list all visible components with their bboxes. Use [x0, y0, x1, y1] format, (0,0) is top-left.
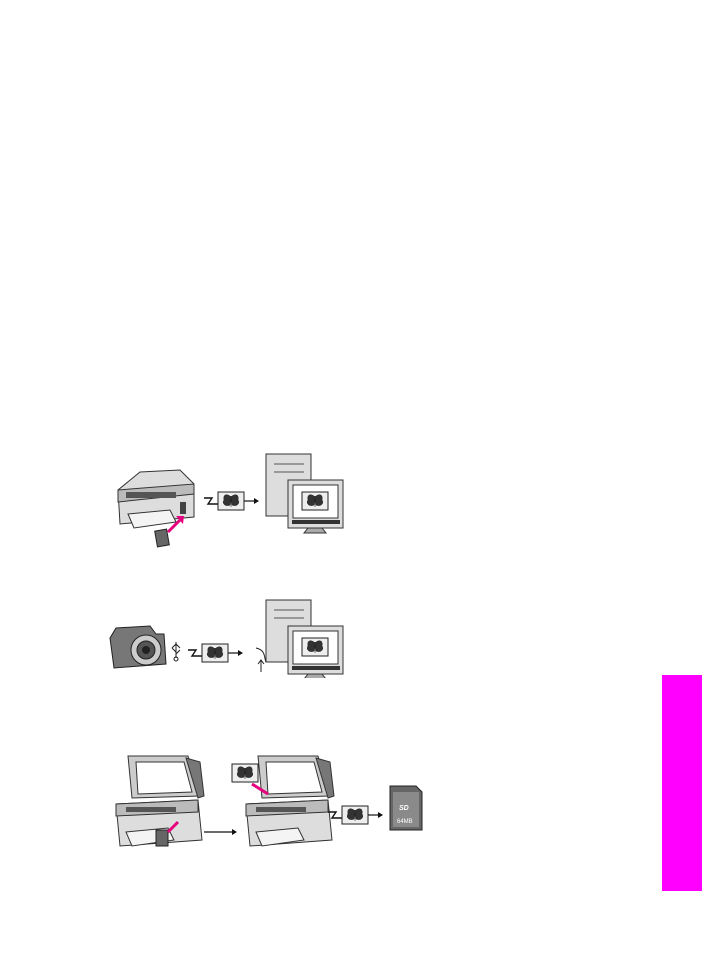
computer-icon	[255, 600, 343, 678]
svg-text:64MB: 64MB	[397, 819, 413, 825]
chapter-side-tab	[662, 675, 702, 891]
butterfly-photo-icon	[231, 763, 269, 796]
figure-camera-to-computer	[106, 598, 356, 683]
svg-text:SD: SD	[399, 805, 409, 812]
arrow-icon	[204, 829, 237, 835]
transfer-arrow-icon	[328, 806, 383, 824]
sd-card-icon: SD 64MB	[389, 785, 423, 831]
transfer-arrow-icon	[188, 644, 243, 662]
figure-memory-card-to-computer	[108, 452, 348, 557]
computer-icon	[266, 454, 343, 533]
memory-card-icon	[154, 516, 184, 548]
usb-icon	[171, 642, 181, 662]
memory-card-icon	[155, 820, 180, 847]
camera-icon	[109, 625, 167, 669]
printer-open-lid-icon	[245, 755, 335, 847]
transfer-arrow-icon	[204, 492, 259, 510]
figure-scan-to-memory-card: SD 64MB	[106, 752, 436, 857]
